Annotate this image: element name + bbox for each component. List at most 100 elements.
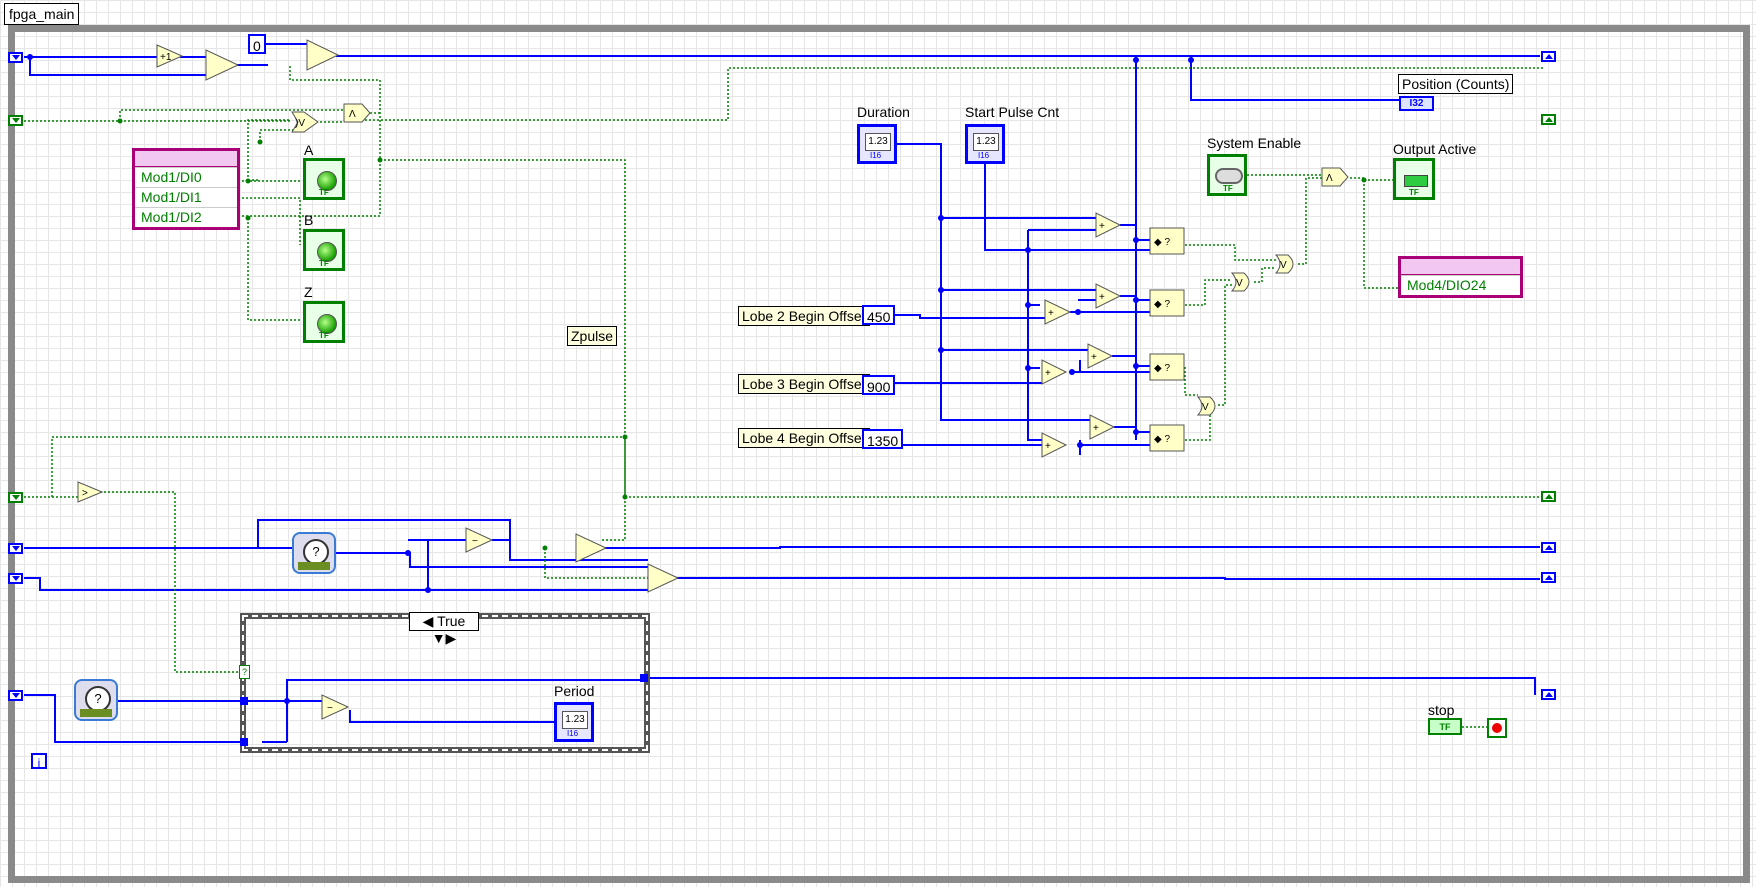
label-position-counts: Position (Counts) — [1398, 74, 1514, 94]
svg-text:◆ ?: ◆ ? — [1154, 299, 1170, 310]
io-item-di0[interactable]: Mod1/DI0 — [135, 167, 237, 187]
tick-count-timer-1[interactable]: ? — [292, 532, 336, 574]
constant-lobe3[interactable]: 900 — [862, 375, 896, 395]
left-shift-register-4[interactable] — [8, 543, 23, 554]
led-bar-icon — [1404, 175, 1428, 187]
increment-node — [156, 44, 184, 68]
greater-node — [77, 481, 104, 503]
left-shift-register-1[interactable] — [8, 52, 23, 63]
toggle-switch-icon — [1215, 168, 1243, 184]
label-system-enable: System Enable — [1207, 135, 1302, 151]
and-node-2 — [1321, 167, 1349, 187]
case-selector-terminal[interactable]: ? — [239, 665, 250, 679]
indicator-output-active[interactable]: TF — [1393, 158, 1435, 200]
label-lobe3-offset: Lobe 3 Begin Offset — [738, 374, 870, 394]
label-lobe2-offset: Lobe 2 Begin Offset — [738, 306, 870, 326]
label-output-active: Output Active — [1393, 141, 1477, 157]
zpulse-label: Zpulse — [567, 326, 618, 346]
right-shift-register-6[interactable] — [1541, 689, 1556, 700]
or-node-1 — [1274, 254, 1294, 274]
svg-text:+: + — [1045, 441, 1051, 452]
svg-text:)V: )V — [295, 118, 305, 129]
select-node-4 — [647, 563, 680, 593]
tick-count-timer-2[interactable]: ? — [74, 679, 118, 721]
while-loop-border[interactable] — [8, 25, 1750, 883]
io-item-di2[interactable]: Mod1/DI2 — [135, 207, 237, 227]
svg-text:−: − — [327, 703, 333, 714]
case-tunnel-3[interactable] — [640, 674, 648, 682]
indicator-position-counts[interactable]: I32 — [1399, 96, 1434, 111]
svg-text:V: V — [1202, 402, 1209, 413]
label-period: Period — [554, 683, 595, 699]
left-shift-register-2[interactable] — [8, 115, 23, 126]
constant-lobe4[interactable]: 1350 — [862, 429, 904, 449]
left-shift-register-5[interactable] — [8, 573, 23, 584]
add-node-6 — [1089, 414, 1116, 440]
right-shift-register-2[interactable] — [1541, 114, 1556, 125]
svg-text:+: + — [1091, 352, 1097, 363]
svg-text:V: V — [1280, 260, 1287, 271]
subtract-node-1 — [465, 527, 494, 553]
in-range-node-3 — [1149, 353, 1185, 381]
indicator-z[interactable]: TF — [303, 301, 345, 343]
svg-text:Λ: Λ — [1326, 173, 1333, 184]
led-icon — [317, 314, 337, 334]
subtract-node-2 — [321, 694, 350, 720]
add-node-2 — [1095, 283, 1122, 309]
right-shift-register-3[interactable] — [1541, 491, 1556, 502]
right-shift-register-5[interactable] — [1541, 572, 1556, 583]
svg-text:+: + — [1093, 423, 1099, 434]
label-a: A — [304, 142, 314, 158]
or-node-2 — [1230, 272, 1250, 292]
case-selector[interactable]: ◀ True ▼▶ — [409, 612, 479, 646]
right-shift-register-1[interactable] — [1541, 51, 1556, 62]
indicator-b[interactable]: TF — [303, 229, 345, 271]
stopwatch-icon: ? — [85, 686, 111, 712]
right-shift-register-4[interactable] — [1541, 542, 1556, 553]
svg-text:>: > — [82, 488, 88, 499]
left-shift-register-3[interactable] — [8, 492, 23, 503]
svg-text:+: + — [1099, 292, 1105, 303]
case-tunnel-2[interactable] — [240, 738, 248, 746]
label-lobe4-offset: Lobe 4 Begin Offset — [738, 428, 870, 448]
select-node-1 — [205, 49, 240, 81]
in-range-node-1 — [1149, 227, 1185, 255]
iteration-terminal[interactable]: i — [31, 753, 47, 770]
add-node-5 — [1041, 359, 1068, 385]
io-node-header — [1401, 259, 1520, 275]
loop-condition-stop-icon[interactable] — [1487, 718, 1507, 738]
case-tunnel-1[interactable] — [240, 697, 248, 705]
add-node-4 — [1087, 343, 1114, 369]
select-node-3 — [575, 533, 608, 563]
svg-text:+: + — [1099, 221, 1105, 232]
io-node-header — [135, 151, 237, 167]
svg-text:◆ ?: ◆ ? — [1154, 363, 1170, 374]
svg-text:+: + — [1048, 308, 1054, 319]
zero-constant[interactable]: 0 — [248, 34, 266, 54]
label-stop: stop — [1428, 702, 1455, 718]
fpga-io-node-inputs[interactable]: Mod1/DI0 Mod1/DI1 Mod1/DI2 — [132, 148, 240, 230]
control-system-enable[interactable]: TF — [1207, 154, 1247, 196]
in-range-node-4 — [1149, 424, 1185, 452]
svg-text:◆ ?: ◆ ? — [1154, 237, 1170, 248]
add-node-1 — [1095, 212, 1122, 238]
svg-text:◆ ?: ◆ ? — [1154, 434, 1170, 445]
fpga-io-node-output[interactable]: Mod4/DIO24 — [1398, 256, 1523, 298]
indicator-a[interactable]: TF — [303, 158, 345, 200]
svg-text:+: + — [1045, 368, 1051, 379]
label-start-pulse-cnt: Start Pulse Cnt — [965, 104, 1060, 120]
label-b: B — [304, 212, 314, 228]
led-icon — [317, 171, 337, 191]
constant-lobe2[interactable]: 450 — [862, 305, 896, 325]
left-shift-register-6[interactable] — [8, 690, 23, 701]
stop-control[interactable]: TF — [1428, 718, 1462, 735]
io-item-dio24[interactable]: Mod4/DIO24 — [1401, 275, 1520, 295]
window-title: fpga_main — [4, 3, 80, 25]
select-node-2 — [306, 39, 340, 71]
io-item-di1[interactable]: Mod1/DI1 — [135, 187, 237, 207]
